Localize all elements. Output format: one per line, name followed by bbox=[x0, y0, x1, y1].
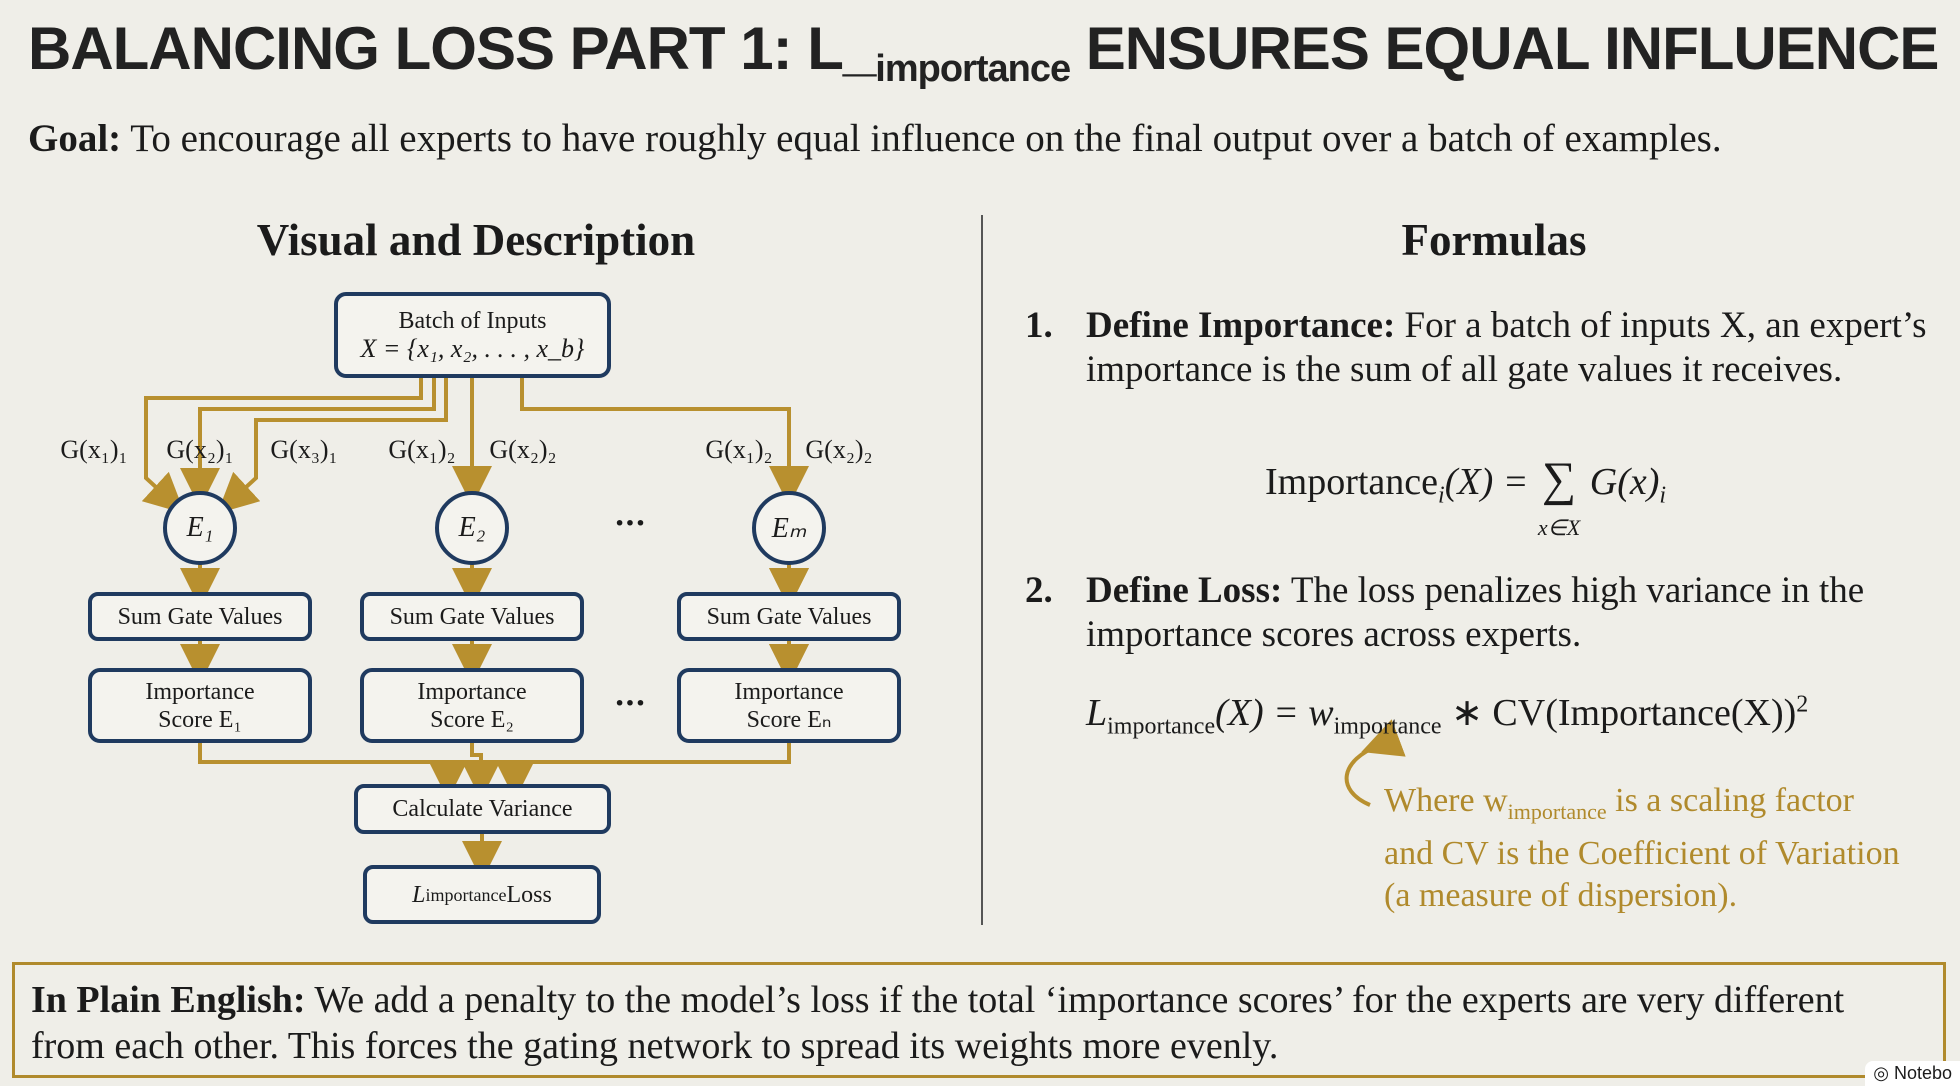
batch-box bbox=[334, 292, 611, 378]
expert-label-1: E₁ bbox=[186, 512, 214, 543]
loss-box bbox=[363, 865, 601, 924]
variance-node: Calculate Variance bbox=[392, 796, 573, 822]
expert-label-2: E₂ bbox=[458, 512, 486, 543]
formula-description-2: Define Loss: The loss penalizes high var… bbox=[1086, 570, 1865, 655]
formula-number-2: 2. bbox=[1025, 570, 1053, 611]
expert-circle-m bbox=[752, 491, 826, 565]
ellipsis: ··· bbox=[614, 686, 646, 721]
importance-formula: Importancei(X) = ∑x∈X G(x)i bbox=[1265, 453, 1667, 541]
plain-english-box: In Plain English: We add a penalty to th… bbox=[12, 962, 1946, 1078]
expert-circle-1 bbox=[163, 491, 237, 565]
sum-gate-node-2: Sum Gate Values bbox=[389, 603, 555, 630]
batch-of-inputs-node: Batch of Inputs X = {x₁, x₂, . . . , x_b… bbox=[360, 308, 585, 363]
arrow-x2-e1 bbox=[180, 376, 436, 508]
gate-label: G(x₃)₁ bbox=[270, 435, 338, 464]
formula-description-1: Define Importance: For a batch of inputs… bbox=[1086, 305, 1927, 390]
gate-label: G(x₁)₁ bbox=[60, 435, 128, 464]
expert-circle-2 bbox=[435, 491, 509, 565]
ellipsis: ··· bbox=[614, 506, 646, 541]
sum-gate-node-1: Sum Gate Values bbox=[117, 603, 283, 630]
gate-label: G(x₂)₁ bbox=[166, 435, 234, 464]
slide-title: BALANCING LOSS PART 1: L_importance ENSU… bbox=[28, 15, 1939, 90]
loss-formula: Limportance(X) = wimportance ∗ CV(Import… bbox=[1086, 691, 1809, 740]
column-divider bbox=[981, 215, 983, 925]
annotation-note: Where wimportance is a scaling factor an… bbox=[1384, 782, 1900, 914]
annotation-arrow bbox=[1344, 719, 1406, 807]
arrow-score2-variance bbox=[461, 741, 501, 800]
gate-label: G(x₁)₂ bbox=[388, 435, 456, 464]
right-heading: Formulas bbox=[1401, 215, 1587, 265]
formula-number-1: 1. bbox=[1025, 305, 1053, 346]
arrow-score1-variance bbox=[198, 741, 468, 800]
goal-line: Goal: To encourage all experts to have r… bbox=[28, 117, 1722, 160]
variance-box bbox=[354, 784, 611, 834]
gate-label: G(x₂)₂ bbox=[489, 435, 557, 464]
gate-label: G(x₁)₂ bbox=[705, 435, 773, 464]
arrow-x1-e1 bbox=[141, 376, 423, 514]
gate-label: G(x₂)₂ bbox=[805, 435, 873, 464]
sum-gate-node-m: Sum Gate Values bbox=[706, 603, 872, 630]
arrow-scorem-variance bbox=[495, 741, 791, 800]
arrow-em bbox=[520, 376, 809, 506]
arrow-x3-e1 bbox=[217, 376, 448, 514]
notebook-badge: ◎ Notebo bbox=[1865, 1061, 1960, 1086]
left-heading: Visual and Description bbox=[256, 215, 696, 265]
expert-label-m: Eₘ bbox=[771, 513, 807, 544]
